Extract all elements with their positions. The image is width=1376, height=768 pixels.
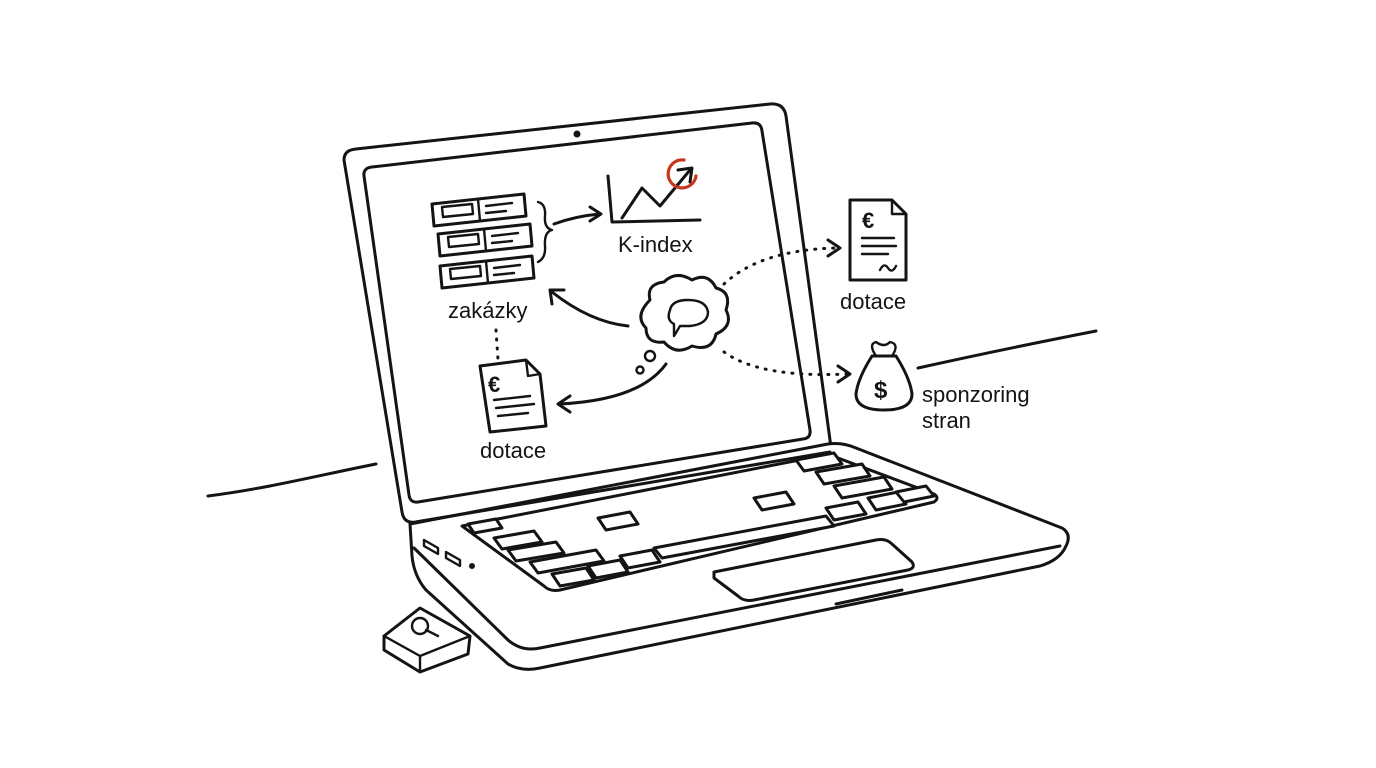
key xyxy=(894,484,936,504)
svg-text:€: € xyxy=(488,372,500,397)
key xyxy=(752,490,796,512)
arrow-to-k-index xyxy=(552,212,602,226)
server-stack-icon xyxy=(430,192,536,290)
key xyxy=(814,462,872,486)
thought-bubble-icon xyxy=(635,274,730,375)
laptop-base-edge xyxy=(412,544,1062,651)
money-bag-icon: $ xyxy=(854,340,914,412)
key xyxy=(832,475,894,500)
sponzoring-label-line2: stran xyxy=(922,408,971,433)
key xyxy=(586,558,630,580)
dotted-arrow-to-dotace xyxy=(722,246,838,286)
k-index-highlight-circle xyxy=(666,158,698,190)
side-ports xyxy=(422,538,475,569)
arrow-to-dotace-screen xyxy=(558,362,668,406)
keyboard-keys xyxy=(466,451,936,588)
key xyxy=(492,529,544,551)
table-line-left xyxy=(206,462,378,498)
key xyxy=(618,548,662,570)
trackpad xyxy=(712,538,915,602)
laptop-front-notch xyxy=(834,588,904,606)
key xyxy=(550,566,596,588)
euro-document-icon: € xyxy=(478,358,548,434)
zakazky-label: zakázky xyxy=(448,298,527,323)
key xyxy=(824,500,868,522)
usb-port xyxy=(422,538,440,556)
trend-chart-icon xyxy=(606,166,702,224)
key xyxy=(794,451,844,473)
k-index-label: K-index xyxy=(618,232,693,257)
webcam xyxy=(573,130,581,138)
arrow-to-zakazky xyxy=(550,290,630,328)
sponzoring-label-line1: sponzoring xyxy=(922,382,1030,407)
svg-text:$: $ xyxy=(874,377,888,404)
table-line-right xyxy=(916,329,1098,370)
key xyxy=(506,540,566,563)
key xyxy=(466,517,504,535)
key xyxy=(866,490,908,512)
key xyxy=(596,510,640,532)
spacebar-key xyxy=(652,514,836,560)
svg-text:€: € xyxy=(862,208,874,233)
key xyxy=(528,548,606,575)
euro-document-icon: € xyxy=(848,198,908,282)
search-key-icon xyxy=(382,606,472,674)
laptop-screen xyxy=(362,121,812,504)
brace-connector xyxy=(536,200,554,264)
dotted-arrow-to-sponzoring xyxy=(722,350,848,376)
usb-port xyxy=(444,550,462,568)
dotace-screen-label: dotace xyxy=(480,438,546,463)
audio-port xyxy=(469,563,475,569)
dotace-right-label: dotace xyxy=(840,289,906,314)
laptop-hinge xyxy=(414,450,832,524)
